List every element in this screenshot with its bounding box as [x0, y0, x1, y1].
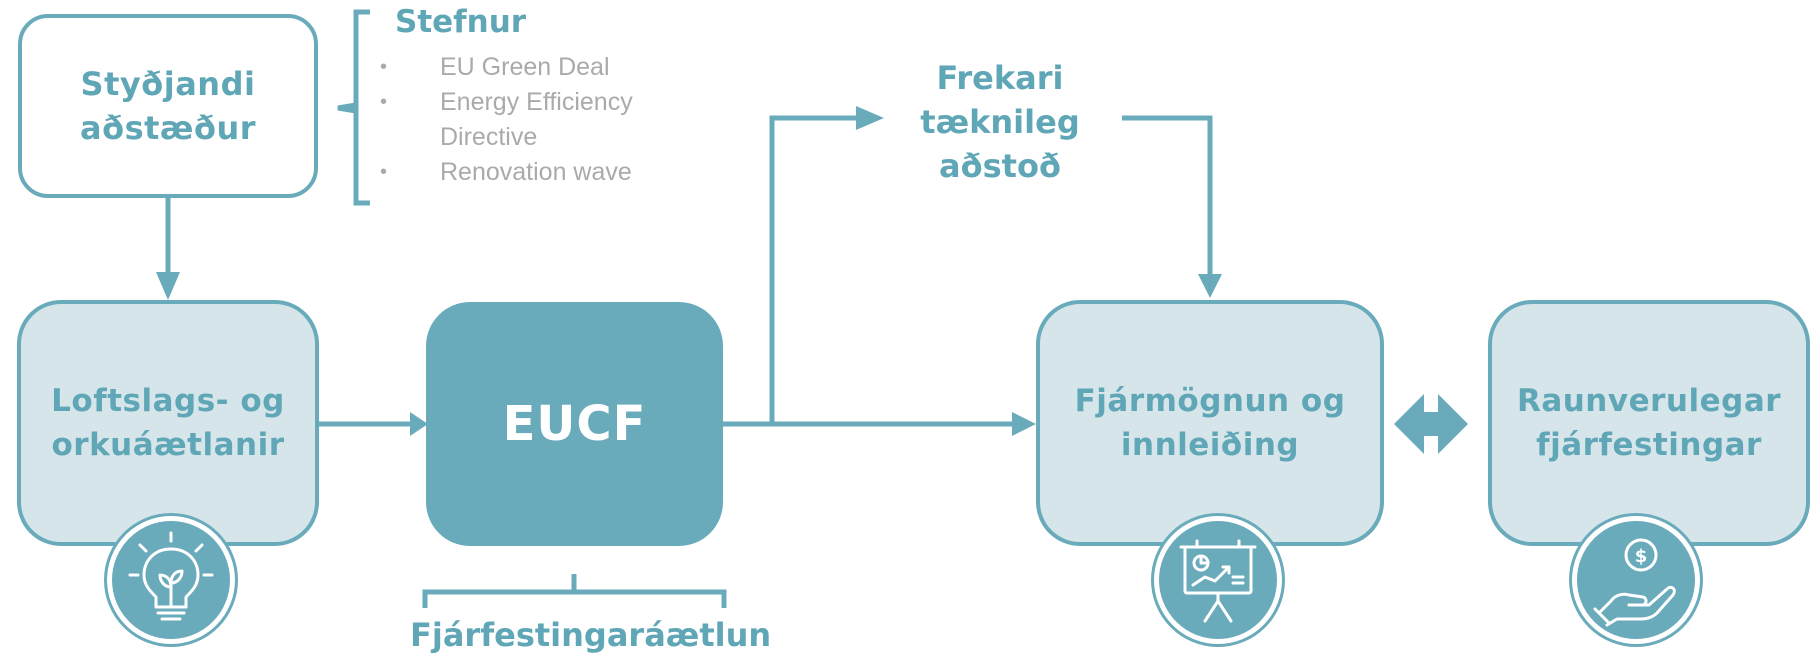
lightbulb-plant-icon	[107, 516, 235, 644]
climate-plans-box: Loftslags- og orkuáætlanir	[17, 300, 319, 546]
supporting-conditions-label: Styðjandi aðstæður	[80, 65, 256, 147]
arrow-head-right-1	[410, 412, 428, 436]
policy-title: Stefnur	[395, 4, 527, 40]
supporting-conditions-box: Styðjandi aðstæður	[18, 14, 318, 198]
financing-box: Fjármögnun og innleiðing	[1036, 300, 1384, 546]
arrow-head-down	[156, 272, 180, 300]
policy-item: EU Green Deal	[378, 50, 708, 85]
branch-down-line	[1122, 115, 1213, 278]
policy-item: Renovation wave	[378, 155, 708, 190]
branch-up-line	[769, 115, 858, 424]
eucf-label: EUCF	[502, 396, 647, 452]
financing-label: Fjármögnun og innleiðing	[1074, 383, 1346, 463]
arrow-head-right-3	[856, 106, 884, 130]
double-arrow	[1394, 394, 1468, 454]
technical-assistance-label: Frekari tæknileg aðstoð	[920, 59, 1080, 185]
policy-list: EU Green Deal Energy Efficiency Directiv…	[378, 50, 708, 190]
eucf-box: EUCF	[426, 302, 723, 546]
arrow-head-down-2	[1198, 274, 1222, 298]
investment-bracket	[422, 574, 727, 608]
svg-text:$: $	[1635, 546, 1648, 567]
arrow-head-right-2	[1012, 412, 1036, 436]
real-investments-label: Raunverulegar fjárfestingar	[1516, 383, 1782, 463]
climate-plans-label: Loftslags- og orkuáætlanir	[51, 383, 285, 463]
policy-bracket	[337, 9, 370, 206]
investment-plan-label: Fjárfestingaráætlun	[410, 616, 772, 654]
policy-item: Energy Efficiency Directive	[378, 85, 708, 155]
hand-coin-icon: $	[1572, 516, 1700, 644]
real-investments-box: Raunverulegar fjárfestingar	[1488, 300, 1810, 546]
presentation-chart-icon	[1154, 516, 1282, 644]
